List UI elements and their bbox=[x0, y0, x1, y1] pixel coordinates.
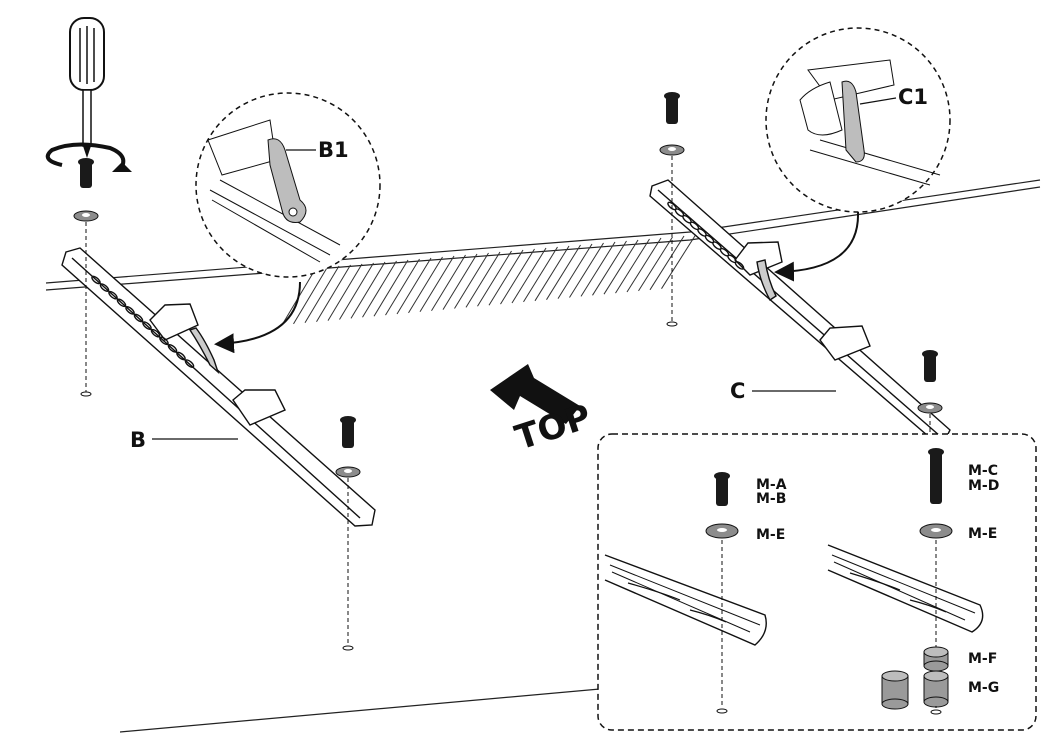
vent-slot bbox=[327, 263, 363, 321]
bracket-slot bbox=[116, 298, 127, 308]
label-bracket-b: B bbox=[130, 428, 146, 452]
hole-c-top bbox=[666, 321, 678, 327]
spacer-short-icon bbox=[923, 646, 949, 672]
bracket-b bbox=[61, 247, 376, 527]
top-direction-arrow-icon bbox=[490, 364, 580, 424]
label-m-e-left: M-E bbox=[756, 527, 785, 543]
washer-icon bbox=[705, 523, 739, 539]
hardware-inset: M-A M-B M-E M-C M-D M-E M-F M-G bbox=[597, 433, 1037, 731]
vent-slot bbox=[592, 240, 627, 296]
label-m-g: M-G bbox=[968, 680, 999, 696]
bracket-slot bbox=[108, 290, 118, 300]
hole-b-right bbox=[342, 645, 354, 651]
screwdriver-icon bbox=[69, 17, 105, 158]
vent-slot bbox=[511, 247, 547, 304]
label-b1: B1 bbox=[318, 138, 349, 162]
label-m-a: M-A bbox=[756, 477, 787, 493]
vent-slot bbox=[523, 246, 558, 303]
screw-c-right bbox=[917, 350, 943, 414]
vent-slot bbox=[580, 241, 616, 297]
vent-slot bbox=[477, 250, 512, 307]
bracket-slot bbox=[150, 328, 161, 338]
vent-slot bbox=[419, 255, 455, 313]
vent-slot bbox=[661, 234, 696, 289]
screw-short-icon bbox=[714, 472, 730, 506]
label-m-b: M-B bbox=[756, 491, 786, 507]
vent-slot bbox=[373, 259, 409, 317]
arrow-b1-to-bracket bbox=[214, 281, 301, 354]
label-m-f: M-F bbox=[968, 651, 997, 667]
vent-slot bbox=[408, 256, 443, 314]
vent-slot bbox=[465, 251, 501, 308]
arrow-c1-to-bracket bbox=[774, 211, 860, 282]
vent-slot bbox=[316, 264, 351, 322]
vent-slot bbox=[442, 253, 478, 310]
vent-slot bbox=[603, 239, 639, 295]
bracket-slot bbox=[159, 336, 169, 346]
label-m-c: M-C bbox=[968, 463, 998, 479]
vent-slot bbox=[500, 248, 535, 305]
screw-b-left bbox=[73, 158, 99, 222]
detail-circle-c1 bbox=[765, 27, 951, 213]
bracket-slot bbox=[184, 359, 195, 368]
bracket-c-slots bbox=[667, 201, 745, 270]
bracket-slot bbox=[99, 283, 110, 292]
vent-slot bbox=[304, 265, 340, 324]
bracket-slot bbox=[734, 261, 745, 270]
screw-b-right bbox=[335, 416, 361, 478]
label-top: TOP bbox=[510, 397, 596, 459]
vent-slots bbox=[281, 234, 696, 326]
label-m-d: M-D bbox=[968, 478, 999, 494]
vent-slot bbox=[615, 238, 650, 294]
washer-icon bbox=[919, 523, 953, 539]
vent-slot bbox=[350, 261, 386, 319]
bracket-slot bbox=[91, 275, 101, 285]
vent-slot bbox=[385, 258, 420, 316]
vent-slot bbox=[431, 254, 466, 311]
bracket-slot bbox=[176, 351, 186, 361]
bracket-slot bbox=[133, 313, 144, 323]
bracket-b-slots bbox=[91, 275, 195, 368]
vent-slot bbox=[362, 260, 397, 318]
label-m-e-right: M-E bbox=[968, 526, 997, 542]
screw-long-icon bbox=[928, 448, 944, 504]
bracket-slot bbox=[167, 344, 178, 353]
vent-slot bbox=[626, 237, 662, 293]
bracket-slot bbox=[125, 306, 135, 315]
vent-slot bbox=[534, 245, 570, 302]
vent-slot bbox=[396, 257, 432, 315]
detail-circle-b1 bbox=[195, 92, 381, 278]
vent-slot bbox=[557, 243, 593, 299]
bracket-slot bbox=[142, 321, 152, 330]
vent-slot bbox=[293, 266, 328, 325]
rotation-arrow-icon bbox=[45, 142, 132, 172]
bracket-c bbox=[649, 179, 951, 443]
vent-slot bbox=[569, 242, 604, 298]
vent-slot bbox=[454, 252, 489, 309]
vent-slot bbox=[488, 249, 524, 306]
label-bracket-c: C bbox=[730, 379, 745, 403]
vent-slot bbox=[339, 262, 374, 320]
hole-b-left bbox=[80, 391, 92, 397]
spacer-tall-extra-icon bbox=[881, 670, 909, 710]
vent-slot bbox=[649, 235, 685, 291]
screw-c-top bbox=[659, 92, 685, 156]
vent-slot bbox=[546, 244, 581, 300]
spacer-tall-icon bbox=[923, 670, 949, 708]
vent-slot bbox=[638, 236, 673, 292]
label-c1: C1 bbox=[898, 85, 928, 109]
